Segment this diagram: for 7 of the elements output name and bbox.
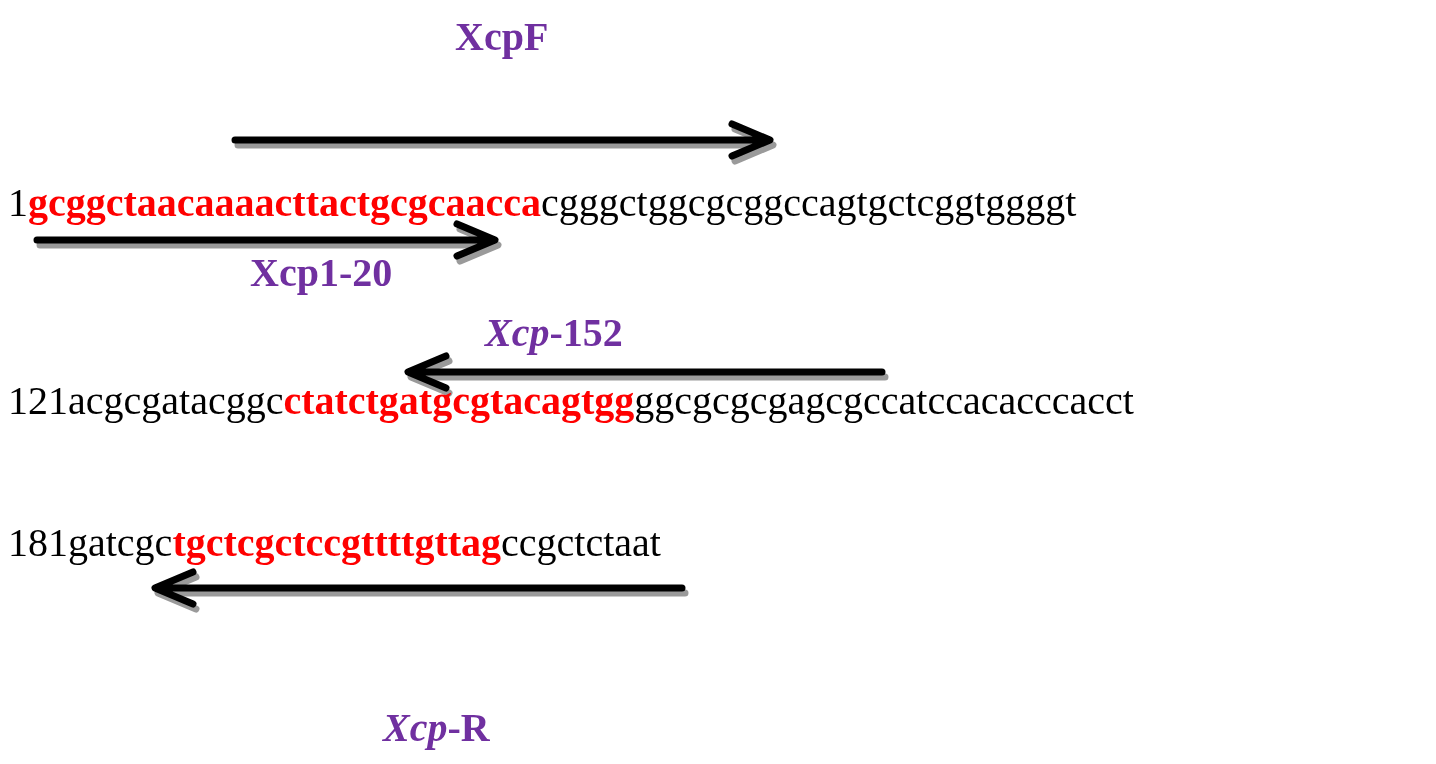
primer-label: XcpF — [455, 14, 549, 60]
sequence-line: 181gatcgctgctcgctccgttttgttagccgctctaat — [8, 520, 661, 566]
sequence-line: 121acgcgatacggcctatctgatgcgtacagtggggcgcgcgagcgccatccacacccacct — [8, 378, 1134, 424]
primer-label: Xcp-152 — [485, 310, 623, 356]
primer-label: Xcp-R — [383, 705, 490, 751]
sequence-line: 1gcggctaacaaaacttactgcgcaaccacgggctggcgcggccagtgctcggtggggt — [8, 180, 1077, 226]
primer-label: Xcp1-20 — [250, 250, 393, 296]
